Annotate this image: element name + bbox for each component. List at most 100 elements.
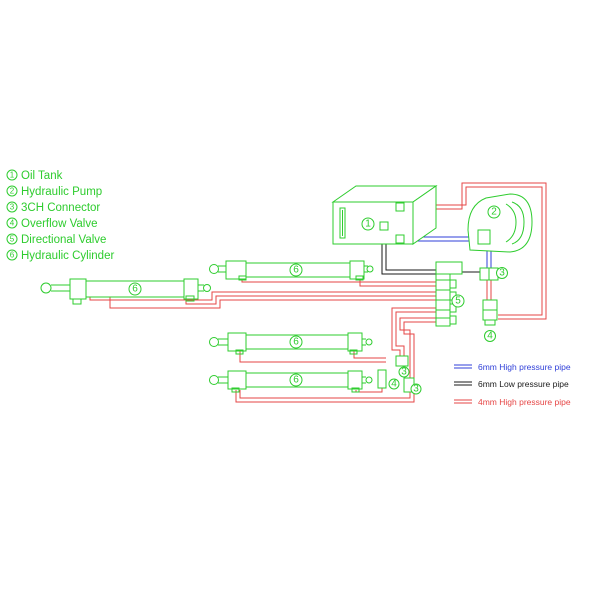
pipe-4mm-high-pressure <box>353 350 386 359</box>
pipe-4mm-high-pressure <box>109 296 436 309</box>
cylinder-number-badge <box>289 335 303 349</box>
cylinder-number-badge <box>128 282 142 296</box>
cylinder-end-cap <box>227 332 247 352</box>
pipe-legend-item-blue: 6mm High pressure pipe <box>454 362 571 372</box>
cylinder-port <box>238 275 247 281</box>
cylinder-port <box>351 387 360 393</box>
pipe-4mm-high-pressure <box>239 317 436 399</box>
hydraulic-pump-outlet <box>477 229 491 245</box>
cylinder-end-cap <box>347 332 363 352</box>
number-badge <box>6 201 18 213</box>
overflow-valve-lower: 4 <box>377 369 400 390</box>
component-label-hydraulic-pump: Hydraulic Pump <box>21 186 102 198</box>
number-badge <box>6 185 18 197</box>
component-legend-item: 4 Overflow Valve <box>6 217 97 230</box>
hydraulic-cylinder-top: 6 <box>209 260 374 281</box>
hydraulic-cylinder-middle: 6 <box>209 332 373 355</box>
number-badge <box>6 249 18 261</box>
badge-number: 3 <box>10 203 15 212</box>
component-legend-item: 1 Oil Tank <box>6 169 63 182</box>
component-label-oil-tank: Oil Tank <box>21 170 63 182</box>
3ch-connector-body <box>395 355 409 367</box>
number-badge <box>6 217 18 229</box>
cylinder-eye <box>40 282 52 294</box>
3ch-connector-number-badge <box>398 366 410 378</box>
component-legend-item: 2 Hydraulic Pump <box>6 185 102 198</box>
cylinder-eye <box>209 264 219 274</box>
cylinder-end-cap <box>69 278 87 300</box>
hydraulic-cylinder-left: 6 <box>40 278 211 305</box>
hydraulic-pump: 2 <box>467 193 533 253</box>
oil-tank-port <box>379 221 389 231</box>
component-legend: 1 Oil Tank 2 Hydraulic Pump 3 3CH Connec… <box>6 169 114 262</box>
pipe-4mm-high-pressure <box>404 182 547 320</box>
badge-number: 5 <box>10 235 15 244</box>
oil-tank-port <box>395 202 405 212</box>
cylinder-port <box>355 275 364 281</box>
component-label-overflow-valve: Overflow Valve <box>21 218 97 230</box>
overflow-valve-number: 4 <box>487 331 493 342</box>
cylinder-port <box>349 349 358 355</box>
hydraulic-pump-number: 2 <box>491 207 497 218</box>
pipe-legend-label: 4mm High pressure pipe <box>478 397 571 407</box>
cylinder-end-cap <box>183 278 199 300</box>
pipe-4mm-high-pressure <box>395 311 436 360</box>
cylinder-eye <box>209 337 219 347</box>
directional-valve-number-badge <box>451 294 465 308</box>
directional-valve-number: 5 <box>455 296 461 307</box>
overflow-valve-cap <box>484 319 496 326</box>
pipe-legend-label: 6mm High pressure pipe <box>478 362 571 372</box>
component-label-directional-valve: Directional Valve <box>21 234 106 246</box>
oil-tank-number-badge <box>361 217 375 231</box>
cylinder-number: 6 <box>132 284 138 295</box>
cylinder-end-cap <box>347 370 363 390</box>
3ch-connector-number: 3 <box>499 268 505 279</box>
hydraulic-pump-body <box>467 193 533 253</box>
cylinder-number: 6 <box>293 265 299 276</box>
overflow-valve-number-badge <box>388 378 400 390</box>
cylinder-eye <box>203 284 211 292</box>
pipe-legend-item-red: 4mm High pressure pipe <box>454 397 571 407</box>
number-badge <box>6 233 18 245</box>
cylinder-eye <box>365 338 373 346</box>
oil-tank-sight-gauge <box>339 207 346 239</box>
cylinder-number-badge <box>289 373 303 387</box>
3ch-connector-number: 3 <box>413 384 419 395</box>
3ch-connector: 3 <box>479 267 508 281</box>
cylinder-eye <box>366 265 374 273</box>
component-legend-item: 3 3CH Connector <box>6 201 100 214</box>
directional-valve-inlet-block <box>435 261 463 275</box>
badge-number: 1 <box>10 171 15 180</box>
oil-tank-port <box>395 234 405 244</box>
cylinder-number: 6 <box>293 375 299 386</box>
component-label-3ch-connector: 3CH Connector <box>21 202 100 214</box>
overflow-valve: 4 <box>482 299 498 342</box>
overflow-valve-number-badge <box>484 330 496 342</box>
overflow-valve-number: 4 <box>391 379 397 390</box>
badge-number: 2 <box>10 187 15 196</box>
pipe-legend-label: 6mm Low pressure pipe <box>478 379 569 389</box>
pipe-4mm-high-pressure <box>89 291 436 301</box>
pipe-4mm-high-pressure <box>235 321 436 403</box>
directional-valve-lever <box>449 279 457 289</box>
cylinder-port <box>185 295 195 302</box>
hydraulic-pump-number-badge <box>487 205 501 219</box>
cylinder-number-badge <box>289 263 303 277</box>
hydraulic-pump-flange <box>511 201 525 245</box>
cylinder-end-cap <box>349 260 365 280</box>
3ch-connector-number-badge <box>410 383 422 395</box>
3ch-connector-lower: 3 <box>395 355 410 378</box>
cylinder-eye <box>365 376 373 384</box>
cylinder-port <box>72 298 82 305</box>
number-badge <box>6 169 18 181</box>
pipe-4mm-high-pressure <box>391 307 436 360</box>
directional-valve-body <box>435 267 451 327</box>
3ch-connector-number-badge <box>496 267 508 279</box>
cylinder-end-cap <box>227 370 247 390</box>
component-legend-item: 5 Directional Valve <box>6 233 106 246</box>
directional-valve: 5 <box>435 261 465 327</box>
directional-valve-lever <box>449 315 457 325</box>
3ch-connector-lower-2: 3 <box>403 377 422 395</box>
hydraulic-cylinder-bottom: 6 <box>209 370 373 393</box>
